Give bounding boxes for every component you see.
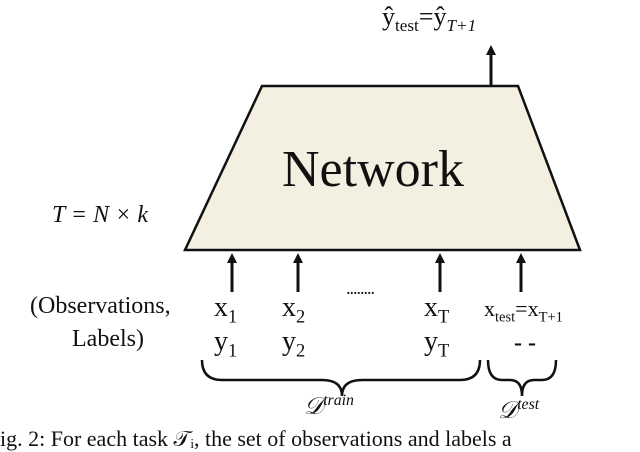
x-test-equals: = — [515, 296, 528, 321]
x-test-main: x — [484, 296, 495, 321]
x2-sub: 2 — [296, 306, 306, 327]
y1-label: y1 — [214, 326, 237, 362]
x1-label: x1 — [214, 292, 237, 328]
yt-sub: T — [438, 340, 450, 361]
xt-sub: T — [438, 306, 450, 327]
figure-caption: ig. 2: For each task 𝒯ᵢ, the set of obse… — [0, 426, 512, 451]
network-label: Network — [282, 141, 464, 198]
output-test-sub: test — [395, 16, 419, 36]
output-y-hat-2: ŷ — [433, 2, 447, 31]
x2-label: x2 — [282, 292, 305, 328]
xt-main: x — [424, 292, 438, 323]
train-set-symbol: 𝒟 — [304, 394, 324, 420]
yt-label: yT — [424, 326, 449, 362]
x-test-label: xtest=xT+1 — [484, 296, 563, 326]
test-set-label: 𝒟test — [498, 396, 539, 425]
x1-main: x — [214, 292, 228, 323]
test-set-symbol: 𝒟 — [498, 398, 518, 424]
output-equals: = — [418, 2, 434, 31]
x1-sub: 1 — [228, 306, 238, 327]
output-t1-sub: T+1 — [446, 16, 477, 36]
x-test-sub-2: T+1 — [538, 309, 563, 326]
y2-sub: 2 — [296, 340, 306, 361]
y1-main: y — [214, 326, 228, 357]
y1-sub: 1 — [228, 340, 238, 361]
output-y-hat: ŷ — [382, 2, 395, 31]
test-brace — [486, 359, 558, 397]
observations-label: (Observations, — [30, 293, 171, 319]
train-set-sup: train — [323, 392, 354, 409]
yt-main: y — [424, 326, 438, 357]
train-set-label: 𝒟train — [304, 392, 354, 421]
task-size-label: T = N × k — [52, 202, 148, 228]
ellipsis: ........ — [346, 278, 375, 298]
xt-label: xT — [424, 292, 449, 328]
x2-main: x — [282, 292, 296, 323]
x-test-main-2: x — [527, 296, 539, 321]
test-set-sup: test — [517, 396, 540, 413]
train-brace — [200, 359, 482, 397]
y-test-placeholder: - - — [514, 330, 536, 356]
network-box — [183, 84, 582, 252]
x-test-sub: test — [495, 309, 516, 326]
y2-main: y — [282, 326, 296, 357]
output-label: ŷtest=ŷT+1 — [382, 2, 476, 36]
y2-label: y2 — [282, 326, 305, 362]
labels-label: Labels) — [72, 326, 144, 352]
